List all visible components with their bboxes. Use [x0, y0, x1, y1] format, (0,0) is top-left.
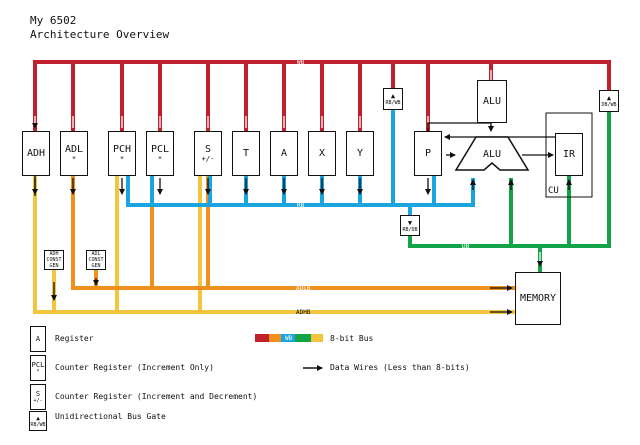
alu-top-label: ALU	[482, 96, 502, 107]
gate-db-wb-label: DB/WB	[601, 102, 617, 108]
legend-counter-box: PCL *	[30, 355, 46, 381]
alu-top-box: ALU	[477, 80, 507, 123]
register-adh-label: ADH	[26, 148, 46, 159]
register-pcl: PCL *	[146, 131, 174, 176]
adl-const-gen-line2: CONST	[88, 257, 104, 263]
register-p-label: P	[424, 148, 432, 159]
register-adl: ADL *	[60, 131, 88, 176]
register-t: T	[232, 131, 260, 176]
legend-counter-box-label: PCL	[31, 361, 45, 369]
adh-const-gen-line2: CONST	[46, 257, 62, 263]
register-s-label: S	[204, 144, 212, 155]
title-line-1: My 6502	[30, 14, 77, 27]
adl-const-gen: ADL CONST GEN	[86, 250, 106, 270]
register-a: A	[270, 131, 298, 176]
title-line-2: Architecture Overview	[30, 28, 170, 41]
register-pch-label: PCH	[112, 144, 132, 155]
bus-label-db: DB	[462, 243, 470, 250]
gate-down-icon: ▼	[407, 218, 413, 227]
gate-up-icon: ▲	[606, 94, 612, 102]
adl-const-gen-line3: GEN	[91, 263, 101, 269]
bus-label-wb: WB	[297, 59, 305, 66]
gate-rb-db: ▼ RB/DB	[400, 215, 420, 236]
legend-bus-text: 8-bit Bus	[330, 334, 374, 343]
legend-updown-box-sub: +/-	[33, 398, 43, 404]
legend-counter-box-sub: *	[36, 369, 40, 375]
adh-const-gen-line1: ADH	[49, 251, 59, 257]
adh-const-gen-line3: GEN	[49, 263, 59, 269]
legend-register-text: Register	[55, 334, 94, 343]
register-s: S +/-	[194, 131, 222, 176]
adlb-bus	[71, 176, 515, 290]
legend-updown-box: S +/-	[30, 384, 46, 410]
register-x-label: X	[318, 148, 326, 159]
register-pch: PCH *	[108, 131, 136, 176]
register-adl-label: ADL	[64, 144, 84, 155]
legend-bus-swatch	[255, 334, 323, 342]
register-t-label: T	[242, 148, 250, 159]
legend-register-box-label: A	[35, 334, 41, 343]
bus-label-rb: RB	[297, 202, 305, 209]
register-x: X	[308, 131, 336, 176]
legend-gate-box-label: RB/WB	[30, 421, 46, 428]
bus-label-adlb: ADLB	[296, 285, 311, 292]
bus-label-adhb: ADHB	[296, 309, 311, 316]
register-a-label: A	[280, 148, 288, 159]
legend-counter-text: Counter Register (Increment Only)	[55, 363, 214, 372]
adh-const-gen: ADH CONST GEN	[44, 250, 64, 270]
register-adl-sub: *	[71, 155, 77, 163]
cu-label: CU	[548, 186, 559, 196]
legend-updown-text: Counter Register (Increment and Decremen…	[55, 392, 258, 401]
gate-db-wb: ▲ DB/WB	[599, 90, 619, 112]
alu-main-label: ALU	[482, 149, 502, 160]
gate-up-icon: ▲	[390, 92, 396, 100]
legend-gate-up-icon: ▲	[36, 414, 40, 422]
register-pcl-sub: *	[157, 155, 163, 163]
legend-register-box: A	[30, 326, 46, 352]
register-adh: ADH	[22, 131, 50, 176]
alu-shape	[454, 136, 530, 171]
register-pch-sub: *	[119, 155, 125, 163]
gate-rb-wb: ▲ RB/WB	[383, 88, 403, 110]
register-pcl-label: PCL	[150, 144, 170, 155]
ir-box: IR	[555, 133, 583, 176]
legend-bus-sample-label: WB	[285, 335, 293, 342]
register-y-label: Y	[356, 148, 364, 159]
legend-gate-box: ▲ RB/WB	[29, 411, 47, 431]
legend-updown-box-label: S	[35, 390, 41, 398]
ir-label: IR	[562, 149, 576, 160]
register-y: Y	[346, 131, 374, 176]
gate-rb-db-label: RB/DB	[402, 226, 418, 233]
legend-wires-text: Data Wires (Less than 8-bits)	[330, 363, 470, 372]
register-p: P	[414, 131, 442, 176]
gate-rb-wb-label: RB/WB	[385, 100, 401, 106]
legend-gate-text: Unidirectional Bus Gate	[55, 412, 166, 421]
memory-box: MEMORY	[515, 272, 561, 325]
adl-const-gen-line1: ADL	[91, 251, 101, 257]
memory-label: MEMORY	[519, 293, 557, 304]
register-s-sub: +/-	[201, 155, 215, 163]
